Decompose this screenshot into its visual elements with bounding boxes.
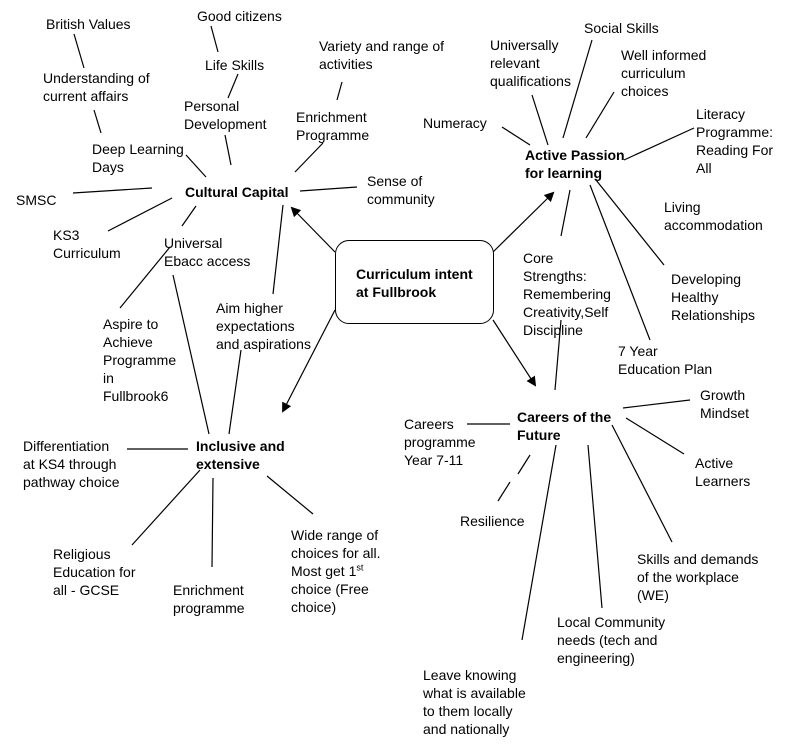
- line-british-values: [73, 33, 85, 69]
- line-good-citizens: [210, 25, 219, 53]
- line-local-community: [587, 444, 603, 609]
- label-resilience: Resilience: [460, 513, 525, 529]
- label-living-accommodation: Living accommodation: [664, 199, 763, 233]
- arrow-to-careers: [492, 319, 537, 387]
- label-universally-relevant: Universally relevant qualifications: [490, 37, 571, 89]
- line-aim-inclusive: [228, 349, 242, 435]
- line-current-affairs: [93, 109, 102, 134]
- label-aim-higher: Aim higher expectations and aspirations: [216, 300, 311, 352]
- label-deep-learning-days: Deep Learning Days: [92, 141, 184, 175]
- label-social-skills: Social Skills: [584, 20, 659, 36]
- line-sense-community: [299, 186, 358, 192]
- label-ks3-curriculum: KS3 Curriculum: [53, 227, 121, 261]
- line-enrichment-cc: [294, 142, 324, 173]
- label-religious-education: Religious Education for all - GCSE: [53, 546, 136, 598]
- label-life-skills: Life Skills: [205, 57, 265, 73]
- hub-careers: Careers of the Future: [517, 409, 612, 443]
- line-ebacc-inclusive: [172, 274, 210, 435]
- label-core-strengths: Core Strengths: Remembering Creativity,S…: [523, 250, 611, 338]
- center-title: Curriculum intent at Fullbrook: [356, 266, 473, 300]
- line-aim-higher: [272, 204, 284, 295]
- label-seven-year-plan: 7 Year Education Plan: [618, 343, 713, 377]
- label-leave-knowing: Leave knowing what is available to them …: [423, 667, 526, 737]
- label-personal-development: Personal Development: [184, 98, 267, 132]
- line-ks3: [107, 197, 173, 232]
- label-active-learners: Active Learners: [695, 455, 751, 489]
- label-enrichment-programme-cc: Enrichment Programme: [296, 109, 370, 143]
- line-literacy: [623, 127, 695, 161]
- line-skills-workplace: [611, 424, 673, 543]
- line-well-informed: [585, 91, 615, 139]
- line-personal-dev: [224, 134, 232, 166]
- arrow-to-cultural-capital: [290, 206, 336, 253]
- line-life-skills: [227, 73, 239, 99]
- line-social-skills: [562, 39, 593, 139]
- label-well-informed: Well informed curriculum choices: [621, 47, 707, 99]
- label-numeracy: Numeracy: [423, 115, 487, 131]
- line-variety: [336, 81, 343, 101]
- arrow-to-active-passion: [492, 191, 555, 253]
- line-active-learners: [625, 417, 685, 455]
- line-resilience-1: [517, 454, 531, 475]
- label-local-community: Local Community needs (tech and engineer…: [557, 614, 666, 666]
- label-growth-mindset: Growth Mindset: [700, 387, 750, 421]
- line-resilience-2: [497, 481, 511, 502]
- line-deep-learning: [185, 154, 207, 178]
- line-ebacc: [181, 205, 197, 227]
- label-good-citizens: Good citizens: [197, 8, 282, 24]
- label-wide-range-of-choices: Wide range of choices for all. Most get …: [291, 527, 381, 615]
- label-careers-programme: Careers programme Year 7-11: [404, 416, 476, 468]
- label-developing-relationships: Developing Healthy Relationships: [671, 271, 756, 323]
- hub-cultural-capital: Cultural Capital: [185, 184, 289, 200]
- label-literacy-programme: Literacy Programme: Reading For All: [696, 106, 774, 176]
- center-box: [335, 240, 494, 324]
- line-universally: [531, 94, 549, 146]
- line-wide-range: [266, 475, 314, 515]
- line-relationships: [589, 184, 651, 341]
- label-enrichment-programme-inc: Enrichment programme: [173, 582, 245, 616]
- line-enrichment-inc: [211, 477, 214, 568]
- line-smsc: [72, 187, 153, 194]
- label-current-affairs: Understanding of current affairs: [43, 70, 150, 104]
- arrow-to-inclusive: [282, 309, 336, 413]
- label-sense-of-community: Sense of community: [367, 173, 435, 207]
- label-differentiation: Differentiation at KS4 through pathway c…: [23, 438, 120, 490]
- line-seven-year: [554, 319, 562, 391]
- label-smsc: SMSC: [16, 192, 57, 208]
- label-british-values: British Values: [46, 16, 131, 32]
- label-universal-ebacc: Universal Ebacc access: [164, 235, 251, 269]
- hub-active-passion: Active Passion for learning: [525, 147, 625, 181]
- label-skills-workplace: Skills and demands of the workplace (WE): [637, 551, 759, 603]
- line-living: [595, 179, 665, 266]
- line-growth-mindset: [622, 399, 691, 409]
- label-aspire-to-achieve: Aspire to Achieve Programme in Fullbrook…: [103, 316, 177, 404]
- line-core-strengths: [560, 189, 571, 237]
- line-numeracy: [501, 126, 531, 146]
- line-religious: [131, 469, 201, 546]
- line-aspire: [119, 246, 171, 309]
- label-variety-activities: Variety and range of activities: [319, 38, 445, 72]
- hub-inclusive: Inclusive and extensive: [196, 438, 285, 472]
- line-leave-knowing: [521, 444, 557, 641]
